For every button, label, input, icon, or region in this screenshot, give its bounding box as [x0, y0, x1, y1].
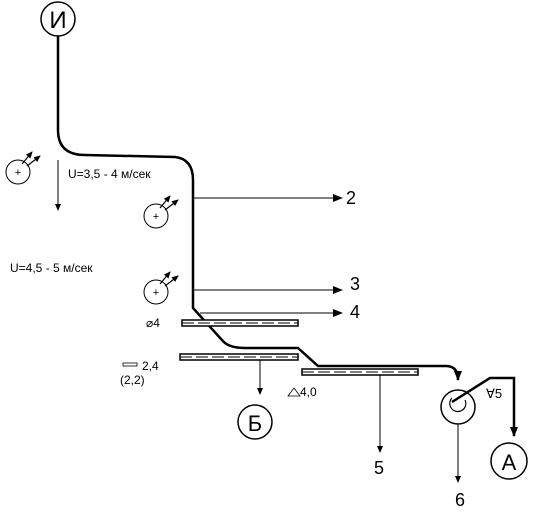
output-label-6: 6 [455, 490, 465, 510]
screen2-label: 2,4 [142, 359, 159, 373]
output-label-4: 4 [350, 302, 360, 322]
fan-icon: + [143, 195, 179, 229]
sieve-icon [301, 368, 419, 376]
product-a-node: А [490, 442, 528, 480]
screen3-symbol [287, 387, 301, 397]
screen1-label: ⌀4 [146, 316, 160, 330]
svg-text:+: + [15, 167, 21, 179]
source-label: И [49, 7, 66, 34]
source-node: И [40, 1, 76, 37]
sieve-icon [179, 353, 299, 361]
product-b-node: Б [237, 404, 273, 440]
screen2-alt-label: (2,2) [120, 373, 145, 387]
svg-text:+: + [153, 211, 159, 223]
product-a-label: А [502, 450, 517, 475]
screen2-symbol [122, 362, 138, 367]
output-label-5: 5 [374, 458, 384, 478]
fan-icon: + [5, 151, 41, 185]
svg-text:+: + [153, 287, 159, 299]
fan-icon: + [143, 271, 179, 305]
velocity-lower-label: U=4,5 - 5 м/сек [10, 261, 93, 275]
sieve-icon [181, 319, 299, 327]
velocity-upper-label: U=3,5 - 4 м/сек [68, 167, 151, 181]
output-label-3: 3 [350, 274, 360, 294]
separator-label: ∀5 [486, 386, 502, 401]
main-flow-line [56, 36, 462, 381]
cyclone-icon [440, 389, 476, 425]
branch-to-a [451, 376, 518, 437]
screen3-label: 4,0 [300, 385, 317, 399]
output-label-2: 2 [346, 188, 356, 208]
product-b-label: Б [248, 411, 262, 436]
